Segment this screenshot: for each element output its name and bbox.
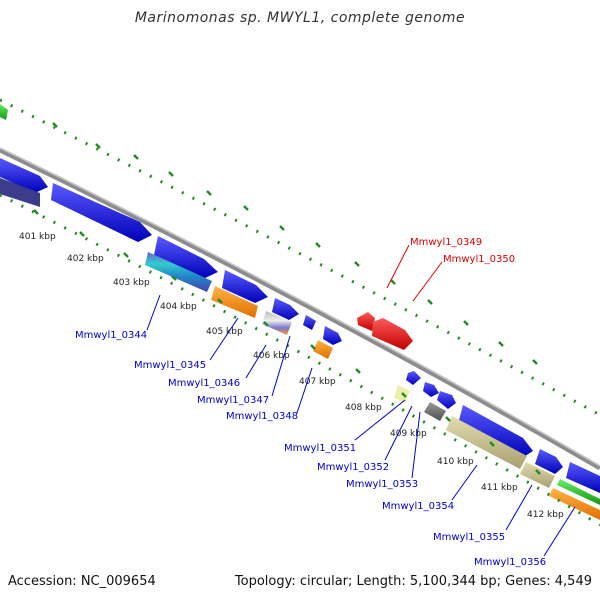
gene-orange-1[interactable] xyxy=(211,286,258,318)
tick-label: 412 kbp xyxy=(527,510,564,520)
tick-label: 405 kbp xyxy=(206,327,243,337)
gene-label-0345[interactable]: Mmwyl1_0345 xyxy=(134,360,206,371)
tick-label: 408 kbp xyxy=(345,403,382,413)
map-title: Marinomonas sp. MWYL1, complete genome xyxy=(134,10,466,26)
gene-khaki-2[interactable] xyxy=(446,416,527,469)
leader-lines xyxy=(146,244,576,557)
tick-label: 403 kbp xyxy=(113,278,150,288)
gene-blue-12[interactable] xyxy=(535,449,563,474)
gene-blue-7[interactable] xyxy=(323,326,342,345)
gene-label-0350[interactable]: Mmwyl1_0350 xyxy=(443,254,515,265)
gene-blue-2[interactable] xyxy=(51,183,152,242)
gene-orange-2[interactable] xyxy=(313,340,333,359)
tick-label: 411 kbp xyxy=(481,483,518,493)
gene-blue-13[interactable] xyxy=(566,462,600,493)
tick-label: 401 kbp xyxy=(19,232,56,242)
tick-label: 409 kbp xyxy=(390,429,427,439)
forward-genes xyxy=(0,158,600,520)
gene-blue-8[interactable] xyxy=(406,371,421,385)
tick-label: 404 kbp xyxy=(160,302,197,312)
gene-label-0351[interactable]: Mmwyl1_0351 xyxy=(284,443,356,454)
genome-backbone xyxy=(0,147,600,471)
gene-blue-5[interactable] xyxy=(272,298,299,320)
gene-label-0348[interactable]: Mmwyl1_0348 xyxy=(226,411,298,422)
reverse-genes xyxy=(357,312,413,350)
gene-red-0350[interactable] xyxy=(372,318,413,350)
gene-blue-11[interactable] xyxy=(458,405,533,458)
tick-label: 407 kbp xyxy=(299,377,336,387)
gene-blue-9[interactable] xyxy=(423,382,439,397)
gene-blue-10[interactable] xyxy=(437,391,456,409)
gene-label-0349[interactable]: Mmwyl1_0349 xyxy=(410,237,482,248)
tick-label: 410 kbp xyxy=(437,457,474,467)
tick-label: 406 kbp xyxy=(253,351,290,361)
gene-mixed-1[interactable] xyxy=(262,311,292,335)
gene-label-0355[interactable]: Mmwyl1_0355 xyxy=(433,532,505,543)
gene-green-top[interactable] xyxy=(0,104,8,120)
gene-label-0354[interactable]: Mmwyl1_0354 xyxy=(382,501,454,512)
outer-tick-marks xyxy=(52,122,538,365)
inner-dot-track xyxy=(0,193,600,527)
inner-tick-marks xyxy=(33,209,541,475)
gene-khaki-3[interactable] xyxy=(520,462,555,488)
genome-summary: Topology: circular; Length: 5,100,344 bp… xyxy=(234,574,592,589)
kbp-tick-labels: 401 kbp 402 kbp 403 kbp 404 kbp 405 kbp … xyxy=(19,232,564,520)
accession-label: Accession: NC_009654 xyxy=(8,574,156,589)
gene-blue-6[interactable] xyxy=(303,315,316,330)
gene-label-0347[interactable]: Mmwyl1_0347 xyxy=(197,395,269,406)
outer-dot-track xyxy=(0,98,600,417)
gene-purple-1[interactable] xyxy=(0,178,40,207)
gene-blue-4[interactable] xyxy=(222,270,268,303)
gene-label-0353[interactable]: Mmwyl1_0353 xyxy=(346,479,418,490)
tick-label: 402 kbp xyxy=(67,254,104,264)
gene-green-1[interactable] xyxy=(557,479,600,505)
gene-blue-3[interactable] xyxy=(154,236,218,278)
gene-red-0349[interactable] xyxy=(357,312,375,331)
gene-blue-1[interactable] xyxy=(0,158,48,193)
gene-orange-3[interactable] xyxy=(549,488,600,520)
gene-gray-1[interactable] xyxy=(424,402,446,421)
gene-label-0344[interactable]: Mmwyl1_0344 xyxy=(75,330,147,341)
gene-label-0356[interactable]: Mmwyl1_0356 xyxy=(474,557,546,568)
gene-striped-1[interactable] xyxy=(145,252,212,292)
gene-labels: Mmwyl1_0344 Mmwyl1_0345 Mmwyl1_0346 Mmwy… xyxy=(75,237,546,568)
gene-label-0352[interactable]: Mmwyl1_0352 xyxy=(317,462,389,473)
gene-label-0346[interactable]: Mmwyl1_0346 xyxy=(168,378,240,389)
